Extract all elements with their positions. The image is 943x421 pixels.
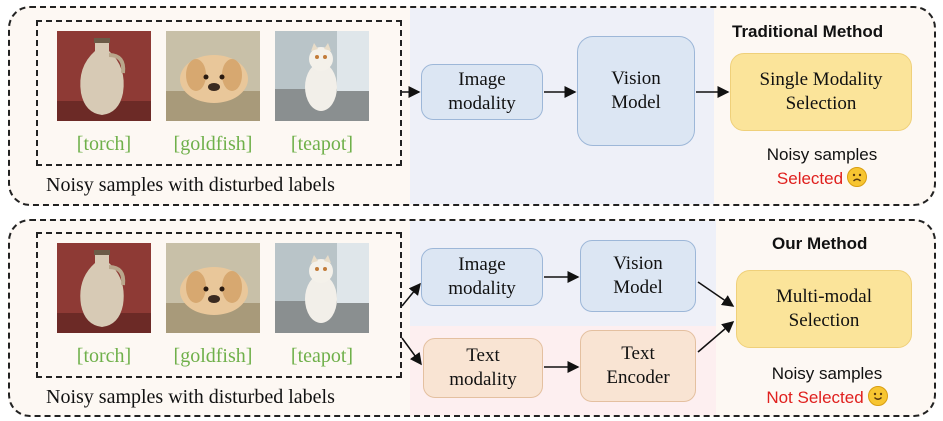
sad-face-emoji-icon	[847, 167, 868, 187]
arrow-vision-to-selection-bottom	[697, 281, 735, 307]
arrow-encoder-to-selection	[697, 321, 735, 353]
arrow-samples-to-image-bottom	[401, 282, 421, 307]
noisy-samples-frame-bottom	[36, 232, 402, 378]
cat-image	[275, 243, 369, 333]
our-method-title: Our Method	[772, 234, 868, 253]
noisy-samples-text: Noisy samples	[771, 364, 883, 383]
noisy-samples-note-top: Noisy samples Selected	[737, 145, 907, 189]
caption-torch: [torch]	[76, 345, 132, 367]
caption-goldfish: [goldfish]	[173, 345, 253, 367]
status-selected: Selected	[776, 169, 844, 188]
samples-label-bottom: Noisy samples with disturbed labels	[46, 386, 335, 408]
status-not-selected: Not Selected	[766, 388, 864, 407]
smile-face-emoji-icon	[867, 386, 888, 406]
cat-image	[275, 31, 369, 121]
puppy-image	[166, 31, 260, 121]
puppy-image	[166, 243, 260, 333]
noisy-samples-frame-top	[36, 20, 402, 166]
jug-image	[57, 31, 151, 121]
caption-teapot: [teapot]	[290, 345, 354, 367]
jug-image	[57, 243, 151, 333]
arrow-samples-to-text-bottom	[401, 337, 422, 366]
traditional-method-title: Traditional Method	[732, 22, 884, 41]
samples-label-top: Noisy samples with disturbed labels	[46, 174, 335, 196]
caption-torch: [torch]	[76, 133, 132, 155]
noisy-samples-note-bottom: Noisy samples Not Selected	[742, 364, 912, 408]
caption-teapot: [teapot]	[290, 133, 354, 155]
noisy-samples-text: Noisy samples	[766, 145, 878, 164]
caption-goldfish: [goldfish]	[173, 133, 253, 155]
